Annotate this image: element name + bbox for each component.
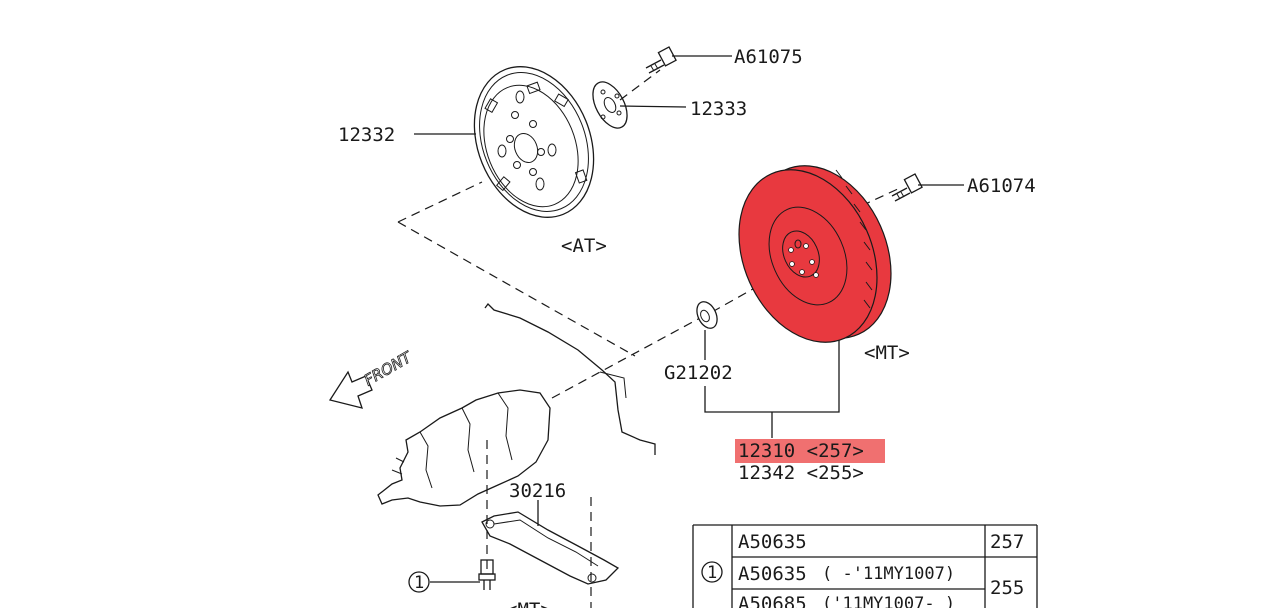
table-row[interactable]: A50635 ( -'11MY1007) 255 xyxy=(738,563,1024,599)
label-a61074[interactable]: A61074 xyxy=(967,175,1036,197)
callout-1[interactable]: 1 xyxy=(408,571,430,593)
table-ref-label: 1 xyxy=(707,563,717,583)
label-a61075[interactable]: A61075 xyxy=(734,46,803,68)
assembly-lines xyxy=(397,69,901,608)
leader-lines xyxy=(414,55,964,583)
label-cover-variant: <MT> xyxy=(506,599,552,608)
label-12332[interactable]: 12332 xyxy=(338,124,395,146)
bolt-a61075[interactable] xyxy=(645,46,677,74)
row-note: ( -'11MY1007) xyxy=(822,564,955,584)
label-12310-selected[interactable]: 12310 <257> xyxy=(738,440,864,462)
table-row[interactable]: A50685 ('11MY1007- ) xyxy=(738,593,955,608)
cover-bolt[interactable] xyxy=(478,559,496,590)
table-ref-callout: 1 xyxy=(701,561,723,583)
label-30216[interactable]: 30216 xyxy=(509,480,566,502)
cable-harness xyxy=(484,303,656,455)
row-code: A50635 xyxy=(738,531,807,553)
bolt-a61074[interactable] xyxy=(891,173,923,202)
flywheel-mt[interactable] xyxy=(713,144,917,365)
reinforcement-plate[interactable] xyxy=(586,76,634,133)
table-row[interactable]: A50635 257 xyxy=(738,531,1024,553)
cover-30216[interactable] xyxy=(481,511,620,585)
row-value: 255 xyxy=(990,577,1024,599)
parts-table: 1 A50635 257 A50635 ( -'11MY1007) 255 A5… xyxy=(692,524,1038,608)
label-at-variant: <AT> xyxy=(561,235,607,257)
pilot-bearing[interactable] xyxy=(693,299,721,332)
label-12342[interactable]: 12342 <255> xyxy=(738,462,864,484)
front-label: FRONT xyxy=(361,347,416,389)
callout-1-label: 1 xyxy=(414,573,424,593)
row-note: ('11MY1007- ) xyxy=(822,594,955,608)
row-code: A50635 xyxy=(738,563,807,585)
row-value: 257 xyxy=(990,531,1024,553)
drive-plate-at[interactable] xyxy=(453,49,615,236)
label-g21202[interactable]: G21202 xyxy=(664,362,733,384)
row-code: A50685 xyxy=(738,593,807,608)
front-arrow: FRONT xyxy=(328,347,416,409)
label-mt-variant: <MT> xyxy=(864,342,910,364)
label-12333[interactable]: 12333 xyxy=(690,98,747,120)
transmission xyxy=(377,389,551,507)
selected-highlight xyxy=(735,439,885,463)
